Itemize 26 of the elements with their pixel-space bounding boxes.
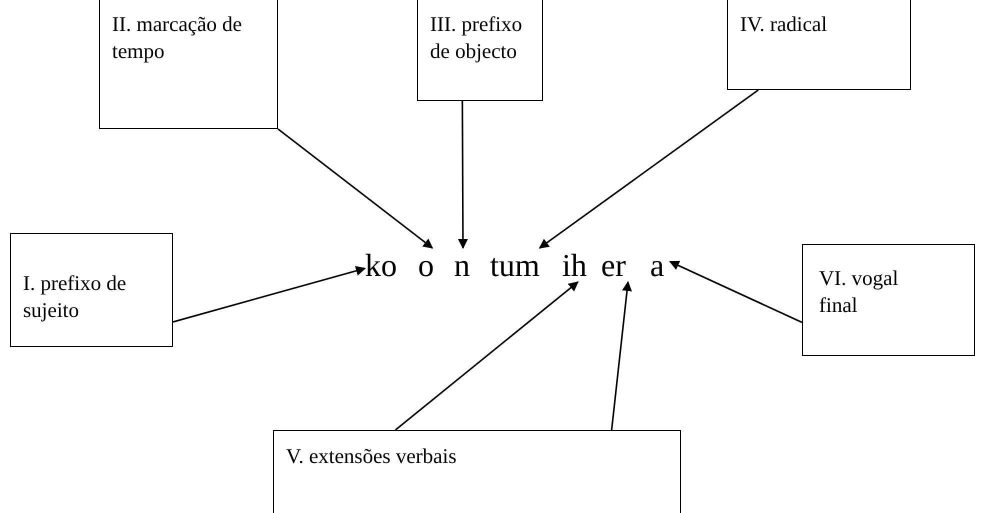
label-box: [727, 0, 911, 90]
morpheme-text: a: [650, 248, 664, 282]
label-text: I. prefixo de sujeito: [23, 270, 128, 324]
morpheme-text: ko: [365, 248, 397, 282]
arrow: [394, 281, 579, 431]
label-text: IV. radical: [740, 11, 828, 38]
morpheme-text: ih: [562, 248, 587, 282]
arrow: [458, 101, 468, 249]
label-text: VI. vogal final: [819, 265, 900, 320]
morpheme-text: er: [601, 248, 626, 282]
morpheme-text: tum: [490, 248, 540, 282]
label-text: II. marcação de tempo: [112, 11, 243, 66]
label-text: V. extensões verbais: [286, 443, 458, 470]
arrow: [538, 89, 759, 249]
label-text: III. prefixo de objecto: [430, 11, 524, 66]
label-box: [273, 430, 681, 513]
label-box: [99, 0, 278, 129]
label-box: [10, 233, 173, 347]
morpheme-text: n: [454, 248, 470, 282]
arrow: [669, 260, 802, 324]
arrow: [610, 281, 632, 430]
morpheme-text: o: [418, 248, 434, 282]
arrow: [172, 266, 366, 323]
label-box: [417, 0, 543, 101]
label-box: [802, 244, 975, 356]
arrow: [278, 128, 434, 249]
